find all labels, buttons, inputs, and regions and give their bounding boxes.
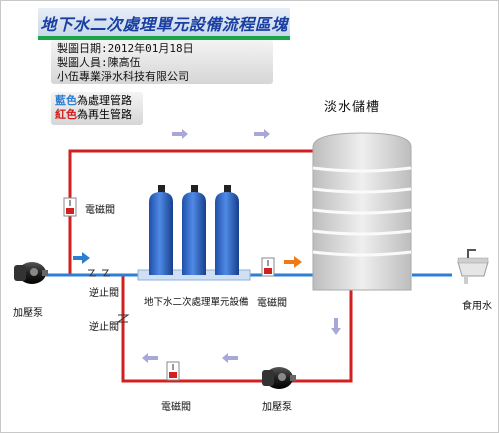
pump-left-icon	[14, 262, 48, 284]
filter-tank-3	[215, 185, 239, 275]
legend-red-word: 紅色	[55, 108, 77, 121]
legend-blue-word: 藍色	[55, 94, 77, 107]
info-company: 小伍專業淨水科技有限公司	[57, 70, 189, 83]
flow-arrows	[73, 129, 341, 363]
legend-blue-rest: 為處理管路	[77, 94, 132, 107]
solenoid-valve-bottom-icon	[166, 361, 180, 381]
label-solenoid-bottom: 電磁閥	[161, 402, 191, 413]
label-solenoid-mid: 電磁閥	[257, 298, 287, 309]
filter-tank-1	[149, 185, 173, 275]
tank-label: 淡水儲槽	[324, 100, 381, 115]
red-pipes	[68, 149, 353, 383]
pump-bottom-icon	[262, 367, 296, 389]
label-solenoid-top: 電磁閥	[85, 205, 115, 216]
sink-faucet-icon	[457, 249, 489, 284]
legend-blue: 藍色為處理管路	[55, 94, 143, 108]
legend-box: 藍色為處理管路 紅色為再生管路	[51, 92, 143, 125]
red-top-pipe	[68, 149, 315, 275]
solenoid-valve-mid-icon	[261, 257, 275, 277]
label-check-valve-1: 逆止閥	[89, 288, 119, 299]
arrow-blue-in	[73, 252, 90, 264]
check-valve-1-icon	[88, 269, 110, 277]
label-check-valve-2: 逆止閥	[89, 322, 119, 333]
filter-tank-2	[182, 185, 206, 275]
label-treatment-unit: 地下水二次處理單元設備	[144, 297, 249, 308]
legend-red-rest: 為再生管路	[77, 108, 132, 121]
info-box: 製圖日期:2012年01月18日 製圖人員:陳高伍 小伍專業淨水科技有限公司	[51, 40, 273, 84]
arrow-left-2	[142, 353, 158, 363]
info-author: 製圖人員:陳高伍	[57, 56, 141, 69]
arrow-down-right	[331, 318, 341, 335]
check-valve-2-icon	[116, 314, 130, 323]
treatment-filters	[137, 185, 251, 281]
label-drinking-water: 食用水	[462, 301, 492, 312]
arrow-top-1	[172, 129, 188, 139]
arrow-left-1	[222, 353, 238, 363]
title-banner: 地下水二次處理單元設備流程區塊圖	[38, 8, 290, 58]
info-date: 製圖日期:2012年01月18日	[57, 42, 194, 55]
label-pump-bottom: 加壓泵	[262, 402, 292, 413]
arrow-top-2	[254, 129, 270, 139]
label-pump-left: 加壓泵	[13, 308, 43, 319]
red-right-pipe	[121, 275, 353, 383]
arrow-orange-out	[284, 256, 302, 268]
solenoid-valve-top-icon	[63, 197, 77, 217]
legend-red: 紅色為再生管路	[55, 108, 143, 122]
fresh-water-tank	[312, 132, 412, 291]
